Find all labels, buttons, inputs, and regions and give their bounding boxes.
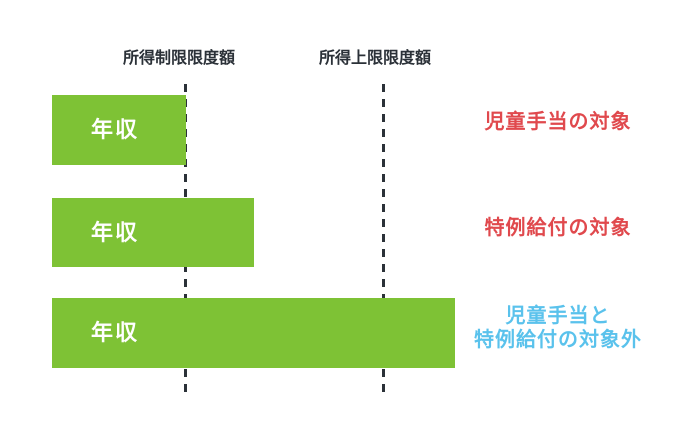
threshold-label-income-upper-limit: 所得上限限度額 bbox=[318, 50, 432, 67]
status-label-child-allowance-eligible: 児童手当の対象 bbox=[458, 110, 658, 134]
status-label-line: 特例給付の対象外 bbox=[474, 329, 642, 351]
status-label-line: 児童手当と bbox=[505, 305, 611, 327]
status-label-special-benefit-eligible: 特例給付の対象 bbox=[458, 216, 658, 240]
threshold-label-income-restriction: 所得制限限度額 bbox=[122, 50, 236, 67]
income-upper-limit-threshold-line bbox=[382, 84, 385, 396]
income-bar-label: 年収 bbox=[91, 219, 140, 245]
income-bar-between-limits: 年収 bbox=[52, 198, 254, 267]
status-label-line: 特例給付の対象 bbox=[484, 217, 632, 239]
income-bar-below-restriction: 年収 bbox=[52, 95, 186, 165]
status-label-not-eligible: 児童手当と 特例給付の対象外 bbox=[458, 304, 658, 352]
status-label-line: 児童手当の対象 bbox=[484, 111, 632, 133]
income-bar-above-upper-limit: 年収 bbox=[52, 298, 455, 368]
income-bar-label: 年収 bbox=[91, 117, 140, 142]
income-bar-label: 年収 bbox=[91, 320, 140, 345]
